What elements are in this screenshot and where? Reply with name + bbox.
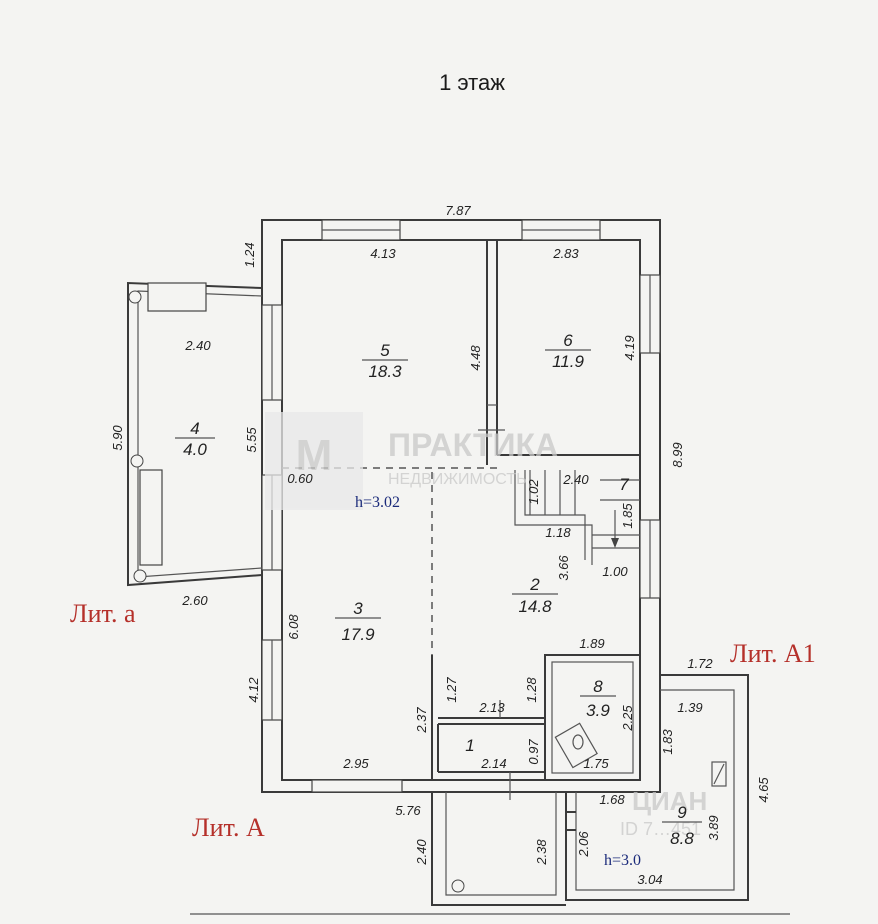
- label-lit-a: Лит. А: [192, 813, 265, 842]
- room-9-area: 8.8: [670, 829, 694, 848]
- room-labels: 5 18.3 6 11.9 4 4.0 3 17.9 2 14.8 8 3.9 …: [175, 331, 702, 848]
- room-6-number: 6: [563, 331, 573, 350]
- dim-102: 1.02: [526, 479, 541, 505]
- dim-175: 1.75: [583, 756, 609, 771]
- dim-240-stair: 2.40: [562, 472, 589, 487]
- ceiling-height-annex: h=3.0: [604, 852, 641, 869]
- dim-r5-height: 4.48: [468, 345, 483, 371]
- dim-214: 2.14: [480, 756, 506, 771]
- dim-060: 0.60: [287, 471, 313, 486]
- dim-185: 1.85: [620, 503, 635, 529]
- dim-183: 1.83: [660, 729, 675, 755]
- dim-465: 4.65: [756, 777, 771, 803]
- dim-r4-bottom: 2.60: [181, 593, 208, 608]
- watermark: M ПРАКТИКА НЕДВИЖИМОСТЬ ЦИАН ID 7…451: [265, 412, 707, 839]
- room-4-number: 4: [190, 419, 199, 438]
- dim-r5-width: 4.13: [370, 246, 396, 261]
- dim-118: 1.18: [545, 525, 571, 540]
- dim-r6-width: 2.83: [552, 246, 579, 261]
- dim-128: 1.28: [524, 677, 539, 703]
- room-3-number: 3: [353, 599, 363, 618]
- dim-238: 2.38: [534, 839, 549, 866]
- room-2-area: 14.8: [518, 597, 552, 616]
- ceiling-height-main: h=3.02: [355, 494, 400, 511]
- dim-412: 4.12: [246, 677, 261, 703]
- annex-walls: [565, 674, 749, 901]
- room-5-area: 18.3: [368, 362, 402, 381]
- dim-top: 7.87: [445, 203, 471, 218]
- watermark-brand: ПРАКТИКА: [388, 427, 558, 463]
- room-5-number: 5: [380, 341, 390, 360]
- toilet-icon: [554, 722, 598, 769]
- cian-watermark: ЦИАН: [632, 786, 707, 816]
- svg-text:M: M: [296, 431, 333, 480]
- dim-608: 6.08: [286, 614, 301, 640]
- veranda-walls: [127, 281, 263, 587]
- dim-213: 2.13: [478, 700, 505, 715]
- dim-555: 5.55: [244, 427, 259, 453]
- room-2-number: 2: [529, 575, 540, 594]
- dim-304: 3.04: [637, 872, 662, 887]
- dimension-labels: 7.87 4.13 2.83 1.24 4.48 4.19 8.99 2.40 …: [110, 203, 771, 887]
- dim-r6-height: 4.19: [622, 335, 637, 360]
- main-building-walls: [261, 219, 661, 800]
- room-4-area: 4.0: [183, 440, 207, 459]
- room-1-number: 1: [465, 736, 474, 755]
- dim-127: 1.27: [444, 677, 459, 703]
- bottom-passage: [190, 792, 790, 915]
- dim-right: 8.99: [670, 442, 685, 467]
- dim-240-bottom: 2.40: [414, 839, 429, 866]
- label-lit-a-small: Лит. а: [70, 599, 136, 628]
- label-lit-a1: Лит. А1: [730, 639, 816, 668]
- dim-139: 1.39: [677, 700, 702, 715]
- dim-100: 1.00: [602, 564, 628, 579]
- dim-206: 2.06: [576, 831, 591, 858]
- dim-237: 2.37: [414, 707, 429, 734]
- dim-left-top: 1.24: [242, 242, 257, 267]
- dim-225: 2.25: [620, 705, 635, 732]
- dim-r3-width: 2.95: [342, 756, 369, 771]
- dim-r2-height: 3.66: [556, 555, 571, 581]
- room-7-number: 7: [619, 475, 629, 494]
- dim-389: 3.89: [706, 815, 721, 840]
- watermark-sub: НЕДВИЖИМОСТЬ: [388, 471, 527, 488]
- dim-r4-height: 5.90: [110, 425, 125, 451]
- dim-172: 1.72: [687, 656, 713, 671]
- staircase: [514, 470, 640, 565]
- cian-id: ID 7…451: [620, 819, 701, 839]
- room-9-number: 9: [677, 803, 687, 822]
- dim-097: 0.97: [526, 739, 541, 765]
- plan-title: 1 этаж: [439, 70, 505, 95]
- room-3-area: 17.9: [341, 625, 375, 644]
- dim-168: 1.68: [599, 792, 625, 807]
- room-8-number: 8: [593, 677, 603, 696]
- room-6-area: 11.9: [552, 352, 584, 371]
- dim-189: 1.89: [579, 636, 604, 651]
- dim-bottom: 5.76: [395, 803, 421, 818]
- room-8-area: 3.9: [586, 701, 610, 720]
- dim-r4-width: 2.40: [184, 338, 211, 353]
